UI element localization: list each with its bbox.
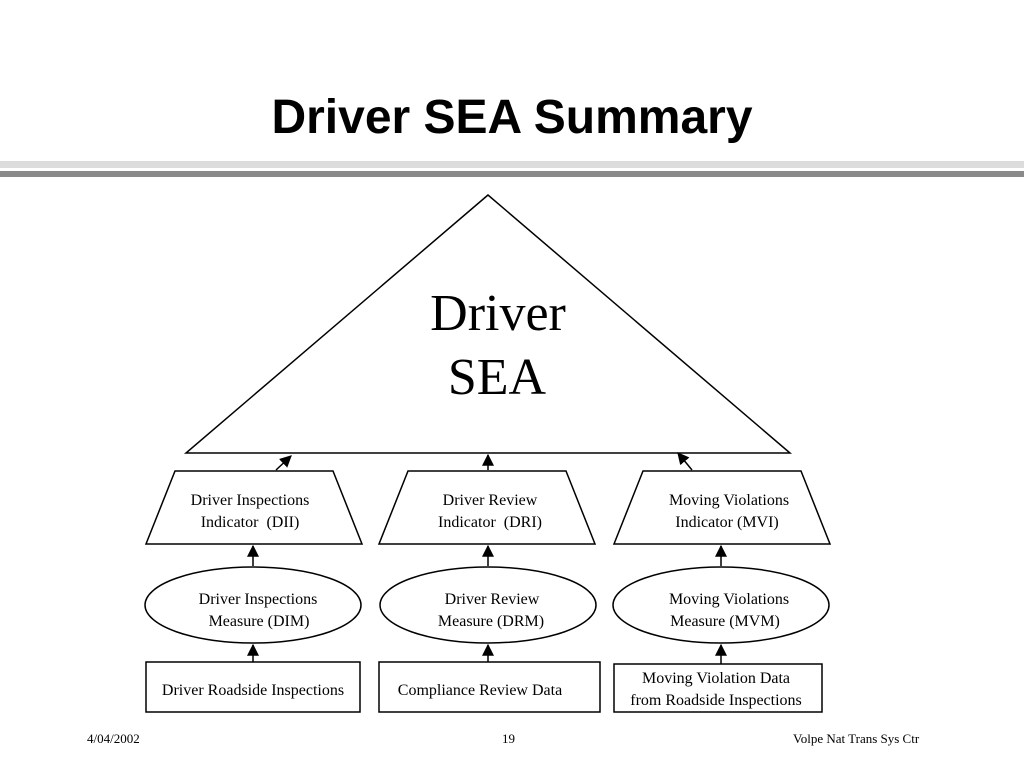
data-source-roadside-label: Driver Roadside Inspections [162,682,344,699]
indicator-trapezoid-dri [377,470,597,545]
data-source-box-moving-violation [613,663,823,713]
title-divider-gap [0,168,1024,171]
data-source-compliance-label: Compliance Review Data [398,682,562,699]
measure-mvm-line1: Moving Violations [669,591,789,608]
measure-drm-line1: Driver Review [445,591,540,608]
measure-mvm-line2: Measure (MVM) [670,613,780,630]
data-source-box-roadside [145,661,361,713]
measure-ellipse-dim [144,566,362,644]
measure-dim-line2: Measure (DIM) [209,613,310,630]
indicator-mvi-line1: Moving Violations [669,492,789,509]
footer-organization: Volpe Nat Trans Sys Ctr [793,731,920,746]
indicator-dri-line2: Indicator (DRI) [438,514,542,531]
data-source-box-compliance [378,661,601,713]
title-divider-light [0,161,1024,168]
data-source-moving-violation-line2: from Roadside Inspections [630,692,802,709]
apex-label-line1: Driver [430,285,566,342]
slide-title: Driver SEA Summary [271,91,753,144]
indicator-dii-line2: Indicator (DII) [201,514,300,531]
measure-ellipse-drm [379,566,597,644]
arrow-dii-to-sea [275,455,292,471]
driver-sea-triangle [183,194,793,454]
measure-drm-line2: Measure (DRM) [438,613,544,630]
indicator-trapezoid-mvi [612,470,832,545]
apex-label-line2: SEA [448,349,547,406]
indicator-mvi-line2: Indicator (MVI) [675,514,779,531]
data-source-moving-violation-line1: Moving Violation Data [642,670,790,687]
footer-page-number: 19 [502,731,515,746]
footer-date: 4/04/2002 [87,731,140,746]
title-divider-dark [0,171,1024,177]
arrow-mvi-to-sea [677,452,693,471]
indicator-trapezoid-dii [144,470,364,545]
indicator-dii-line1: Driver Inspections [191,492,310,509]
measure-dim-line1: Driver Inspections [199,591,318,608]
indicator-dri-line1: Driver Review [443,492,538,509]
measure-ellipse-mvm [612,566,830,644]
